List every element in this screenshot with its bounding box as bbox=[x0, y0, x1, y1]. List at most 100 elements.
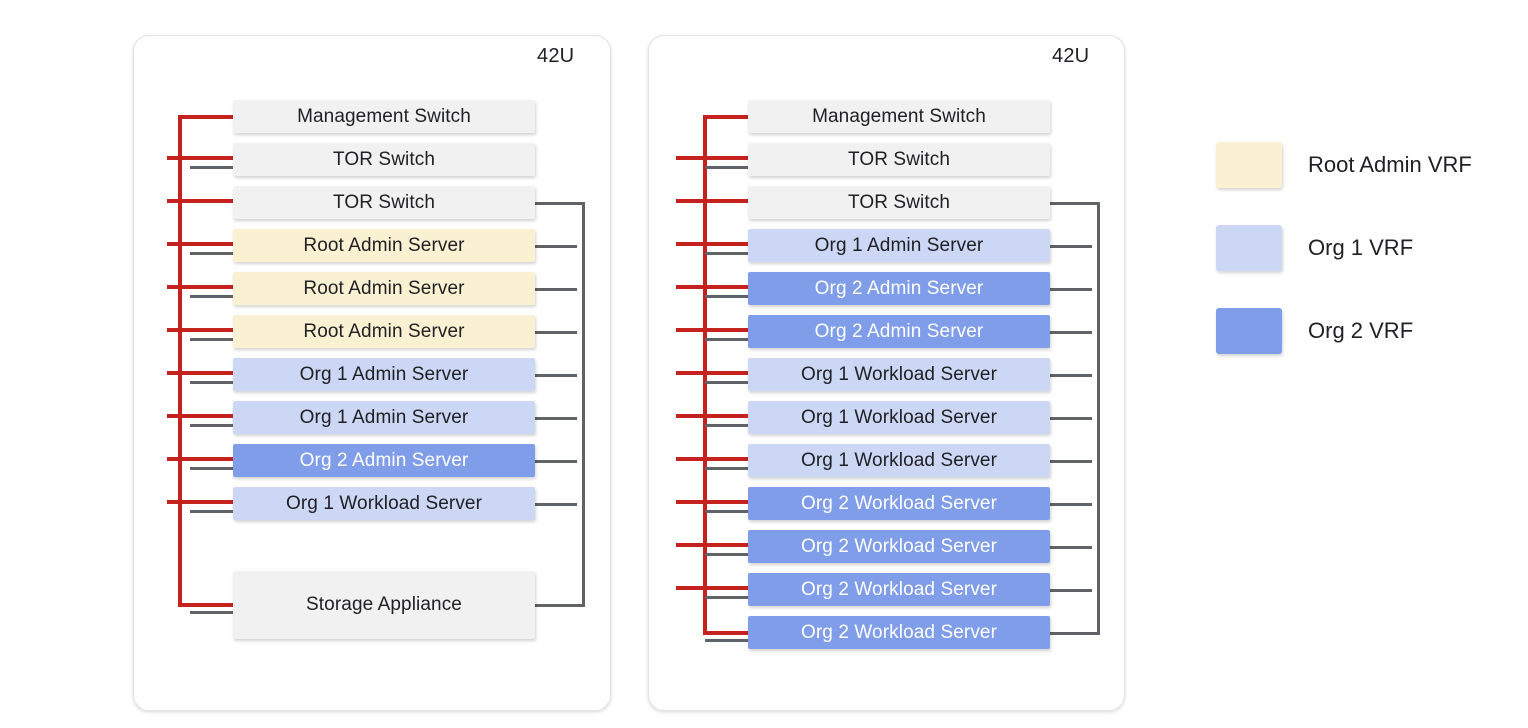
rack-unit[interactable]: TOR Switch bbox=[233, 186, 535, 219]
rack-unit-label: Management Switch bbox=[297, 105, 471, 127]
power-cable-stub bbox=[703, 630, 748, 635]
data-bus-rack-2 bbox=[1097, 202, 1100, 633]
rack-unit-label: Org 1 Workload Server bbox=[800, 449, 998, 471]
rack-unit-label: Org 1 Workload Server bbox=[800, 363, 998, 385]
data-cable-stub-left bbox=[705, 638, 748, 642]
rack-unit-label: Org 2 Workload Server bbox=[800, 578, 998, 600]
data-cable-stub-left bbox=[190, 466, 233, 470]
data-cable-stub-right bbox=[535, 416, 577, 420]
power-cable-stub bbox=[676, 542, 748, 547]
rack-unit-label: TOR Switch bbox=[847, 191, 950, 213]
rack-unit-label: Org 1 Workload Server bbox=[800, 406, 998, 428]
data-cable-stub-right bbox=[1050, 330, 1092, 334]
rack-unit[interactable]: TOR Switch bbox=[748, 143, 1050, 176]
rack-unit-label: TOR Switch bbox=[332, 191, 435, 213]
rack-unit-label: Org 1 Workload Server bbox=[285, 492, 483, 514]
power-cable-stub bbox=[178, 603, 233, 607]
data-cable-stub-right bbox=[535, 287, 577, 291]
rack-unit[interactable]: Root Admin Server bbox=[233, 272, 535, 305]
legend-item[interactable]: Org 1 VRF bbox=[1216, 225, 1413, 271]
rack-unit-label: Org 2 Workload Server bbox=[800, 621, 998, 643]
rack-unit[interactable]: Org 2 Admin Server bbox=[748, 272, 1050, 305]
legend-label: Org 1 VRF bbox=[1308, 235, 1414, 260]
data-cable-stub-left bbox=[190, 337, 233, 341]
power-cable-stub bbox=[167, 456, 233, 461]
data-cable-stub-left bbox=[190, 509, 233, 513]
power-cable-stub bbox=[676, 585, 748, 590]
power-cable-stub bbox=[676, 370, 748, 375]
rack-unit-label: Org 2 Workload Server bbox=[800, 535, 998, 557]
legend: Root Admin VRF Org 1 VRF Org 2 VRF bbox=[1216, 142, 1506, 354]
rack-unit[interactable]: TOR Switch bbox=[233, 143, 535, 176]
rack-unit-label: Root Admin Server bbox=[303, 320, 465, 342]
legend-swatch-org1-vrf bbox=[1216, 225, 1282, 271]
legend-item[interactable]: Root Admin VRF bbox=[1216, 142, 1472, 188]
data-cable-stub-left bbox=[705, 552, 748, 556]
power-cable-stub bbox=[676, 413, 748, 418]
rack-unit-label: Management Switch bbox=[812, 105, 986, 127]
data-cable-stub-left bbox=[190, 165, 233, 169]
rack-unit-label: Root Admin Server bbox=[303, 234, 465, 256]
power-cable-stub bbox=[676, 327, 748, 332]
data-bus-rack-1 bbox=[582, 202, 585, 605]
rack-unit-label: Org 2 Admin Server bbox=[299, 449, 469, 471]
data-cable-stub-right bbox=[1050, 244, 1092, 248]
data-cable-stub-right bbox=[1050, 373, 1092, 377]
data-cable-stub-left bbox=[705, 595, 748, 599]
rack-unit[interactable]: Org 1 Admin Server bbox=[233, 358, 535, 391]
power-cable-stub bbox=[703, 114, 748, 119]
data-cable-stub-right bbox=[1050, 287, 1092, 291]
rack-unit[interactable]: Org 1 Workload Server bbox=[748, 444, 1050, 477]
rack-unit-label: Org 2 Admin Server bbox=[814, 320, 984, 342]
power-cable-stub bbox=[167, 413, 233, 418]
rack-unit[interactable]: Org 1 Admin Server bbox=[233, 401, 535, 434]
power-cable-stub bbox=[676, 499, 748, 504]
rack-unit-label: TOR Switch bbox=[847, 148, 950, 170]
rack-unit[interactable]: Management Switch bbox=[233, 100, 535, 133]
rack-unit[interactable]: Org 1 Admin Server bbox=[748, 229, 1050, 262]
power-cable-stub bbox=[167, 155, 233, 160]
rack-unit[interactable]: Management Switch bbox=[748, 100, 1050, 133]
data-cable-stub-right bbox=[535, 502, 577, 506]
data-cable-stub-left bbox=[705, 165, 748, 169]
rack-unit[interactable]: Org 2 Workload Server bbox=[748, 573, 1050, 606]
rack-unit[interactable]: Org 1 Workload Server bbox=[748, 358, 1050, 391]
data-cable-stub-left bbox=[190, 423, 233, 427]
power-cable-stub bbox=[167, 327, 233, 332]
rack-unit[interactable]: Root Admin Server bbox=[233, 229, 535, 262]
rack-unit-label: Org 2 Workload Server bbox=[800, 492, 998, 514]
rack-unit[interactable]: Org 2 Admin Server bbox=[233, 444, 535, 477]
rack-unit-label: TOR Switch bbox=[332, 148, 435, 170]
rack-unit[interactable]: Root Admin Server bbox=[233, 315, 535, 348]
rack-unit[interactable]: Org 2 Workload Server bbox=[748, 616, 1050, 649]
power-cable-stub bbox=[676, 284, 748, 289]
data-cable-to-bus bbox=[1050, 201, 1100, 205]
data-cable-stub-left bbox=[705, 509, 748, 513]
legend-item[interactable]: Org 2 VRF bbox=[1216, 308, 1413, 354]
rack-2-capacity-label: 42U bbox=[1052, 45, 1090, 67]
data-cable-stub-left bbox=[190, 611, 233, 614]
power-cable-stub bbox=[676, 456, 748, 461]
power-cable-stub bbox=[167, 241, 233, 246]
rack-unit[interactable]: Org 2 Workload Server bbox=[748, 487, 1050, 520]
rack-unit-label: Storage Appliance bbox=[306, 594, 462, 615]
rack-unit-label: Org 1 Admin Server bbox=[299, 406, 469, 428]
legend-swatch-org2-vrf bbox=[1216, 308, 1282, 354]
rack-unit[interactable]: Org 2 Workload Server bbox=[748, 530, 1050, 563]
power-cable-stub bbox=[676, 241, 748, 246]
legend-label: Org 2 VRF bbox=[1308, 318, 1414, 343]
data-cable-stub-right bbox=[1050, 459, 1092, 463]
power-cable-stub bbox=[167, 370, 233, 375]
data-cable-stub-left bbox=[705, 337, 748, 341]
data-cable-stub-left bbox=[705, 380, 748, 384]
power-cable-stub bbox=[167, 499, 233, 504]
power-bus-rack-2 bbox=[703, 116, 707, 633]
rack-unit[interactable]: Storage Appliance bbox=[233, 571, 535, 639]
rack-unit[interactable]: Org 1 Workload Server bbox=[748, 401, 1050, 434]
rack-unit[interactable]: Org 1 Workload Server bbox=[233, 487, 535, 520]
power-cable-stub bbox=[167, 284, 233, 289]
rack-unit[interactable]: Org 2 Admin Server bbox=[748, 315, 1050, 348]
data-cable-stub-left bbox=[190, 294, 233, 298]
rack-unit[interactable]: TOR Switch bbox=[748, 186, 1050, 219]
